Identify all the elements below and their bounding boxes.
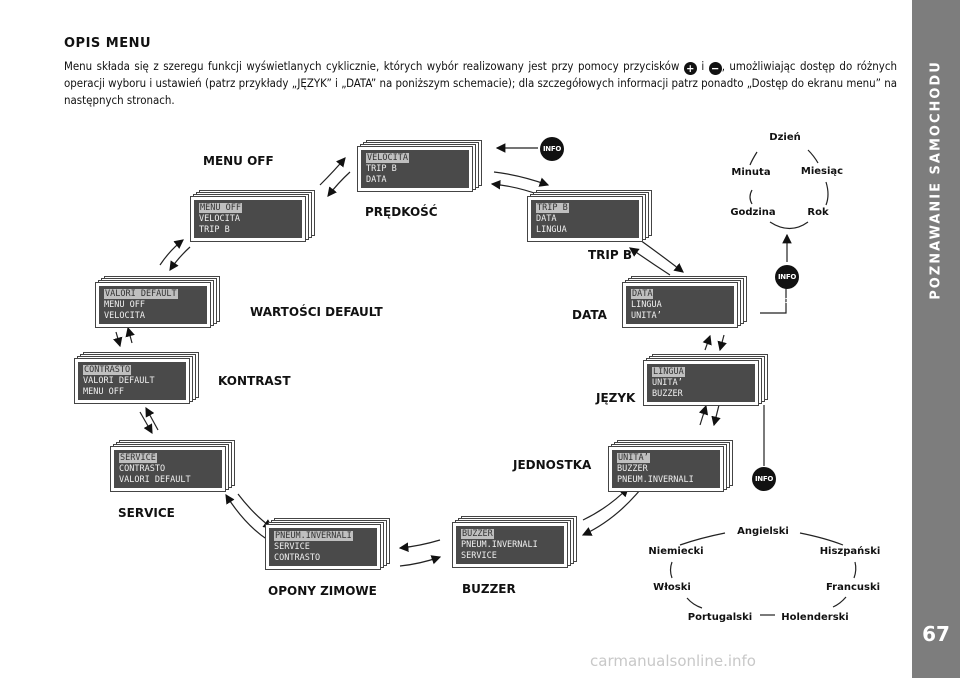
lcd-line: VALORI DEFAULT xyxy=(83,376,155,386)
date-minute: Minuta xyxy=(731,167,771,178)
lcd-line: VALORI DEFAULT xyxy=(119,475,191,485)
lcd-selected-line: TRIP B xyxy=(536,203,569,213)
info-button-icon-language: INFO 1 xyxy=(752,467,776,507)
lcd-line: VELOCITA xyxy=(199,214,240,224)
lcd-selected-line: PNEUM.INVERNALI xyxy=(274,531,353,541)
screen-label-10: WARTOŚCI DEFAULT xyxy=(250,305,383,319)
screen-label-7: OPONY ZIMOWE xyxy=(268,584,377,598)
lang-italian: Włoski xyxy=(653,582,691,593)
lcd-line: BUZZER xyxy=(652,389,683,399)
plus-button-icon: + xyxy=(683,62,697,75)
lcd-line: TRIP B xyxy=(366,164,397,174)
screen-label-9: KONTRAST xyxy=(218,374,291,388)
lcd-line: TRIP B xyxy=(199,225,230,235)
lang-german: Niemiecki xyxy=(648,546,704,557)
intro-paragraph: Menu składa się z szeregu funkcji wyświe… xyxy=(64,58,897,108)
lcd-selected-line: LINGUA xyxy=(652,367,685,377)
lcd-line: DATA xyxy=(536,214,557,224)
screen-label-11: MENU OFF xyxy=(203,154,274,168)
lang-dutch: Holenderski xyxy=(781,612,849,623)
lcd-line: CONTRASTO xyxy=(119,464,166,474)
date-hour: Godzina xyxy=(730,207,776,218)
lcd-selected-line: SERVICE xyxy=(119,453,157,463)
paragraph-conj: i xyxy=(701,59,705,73)
section-title: POZNAWANIE SAMOCHODU xyxy=(928,60,944,300)
lcd-line: CONTRASTO xyxy=(274,553,321,563)
lcd-line: LINGUA xyxy=(536,225,567,235)
lang-spanish: Hiszpański xyxy=(819,546,881,557)
lang-english: Angielski xyxy=(737,526,789,537)
lcd-line: VELOCITA xyxy=(104,311,145,321)
lcd-line: DATA xyxy=(366,175,387,185)
paragraph-part2: , umożliwiając dostęp do różnych operacj… xyxy=(64,59,897,107)
screen-label-8: SERVICE xyxy=(118,506,175,520)
screen-label-5: JEDNOSTKA xyxy=(513,458,592,472)
lcd-selected-line: BUZZER xyxy=(461,529,494,539)
page-heading: OPIS MENU xyxy=(64,36,152,51)
screen-label-3: DATA xyxy=(572,308,607,322)
screen-label-6: BUZZER xyxy=(462,582,516,596)
lcd-selected-line: UNITA’ xyxy=(617,453,650,463)
screen-label-1: PRĘDKOŚĆ xyxy=(365,205,438,219)
screen-label-2: TRIP B xyxy=(588,248,633,262)
paragraph-part1: Menu składa się z szeregu funkcji wyświe… xyxy=(64,59,680,73)
info-button-icon-date: INFO 1 xyxy=(775,265,799,305)
lcd-line: SERVICE xyxy=(274,542,310,552)
lcd-selected-line: CONTRASTO xyxy=(83,365,132,375)
lcd-line: LINGUA xyxy=(631,300,662,310)
lcd-line: MENU OFF xyxy=(104,300,145,310)
lcd-line: PNEUM.INVERNALI xyxy=(617,475,694,485)
lcd-selected-line: MENU OFF xyxy=(199,203,242,213)
minus-button-icon: − xyxy=(708,62,722,75)
lang-portuguese: Portugalski xyxy=(687,612,753,623)
lcd-line: UNITA’ xyxy=(652,378,683,388)
lcd-selected-line: VALORI DEFAULT xyxy=(104,289,178,299)
date-year: Rok xyxy=(807,207,829,218)
date-month: Miesiąc xyxy=(800,166,844,177)
lcd-line: UNITA’ xyxy=(631,311,662,321)
lcd-line: BUZZER xyxy=(617,464,648,474)
lcd-line: PNEUM.INVERNALI xyxy=(461,540,538,550)
lcd-line: MENU OFF xyxy=(83,387,124,397)
lcd-selected-line: VELOCITA xyxy=(366,153,409,163)
lcd-selected-line: DATA xyxy=(631,289,654,299)
lcd-line: SERVICE xyxy=(461,551,497,561)
page-number: 67 xyxy=(922,622,950,646)
watermark: carmanualsonline.info xyxy=(590,652,756,670)
sidebar xyxy=(912,0,960,678)
screen-label-4: JĘZYK xyxy=(596,391,636,405)
lang-french: Francuski xyxy=(825,582,881,593)
diagram-connectors xyxy=(113,143,857,616)
info-button-icon-top: INFO 1 xyxy=(540,137,564,177)
date-day: Dzień xyxy=(769,132,801,143)
